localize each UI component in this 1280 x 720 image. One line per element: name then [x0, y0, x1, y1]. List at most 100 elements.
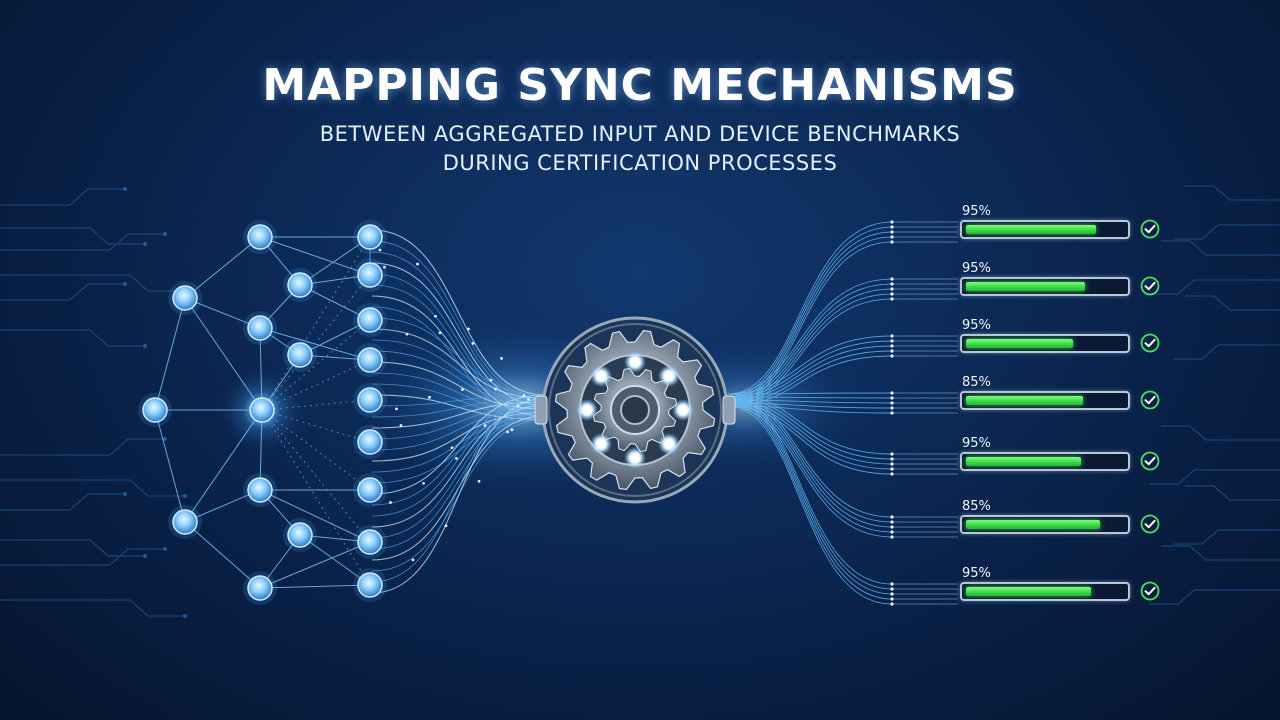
- network-node: [353, 220, 387, 254]
- light-particle: [527, 397, 530, 401]
- light-particle: [516, 404, 520, 408]
- circuit-pad: [143, 242, 147, 246]
- circuit-traces: [0, 185, 1280, 618]
- node-core: [247, 477, 273, 503]
- network-node: [243, 311, 277, 345]
- fiber-strand: [371, 404, 546, 528]
- network-edge: [184, 409, 263, 523]
- node-core: [357, 347, 383, 373]
- circuit-trace: [0, 274, 185, 292]
- progress-bar: [960, 277, 1130, 296]
- network-edge: [184, 297, 261, 329]
- check-circle-icon: [1140, 581, 1160, 601]
- network-edge: [259, 409, 263, 491]
- network-edge: [259, 236, 371, 276]
- light-particle: [461, 388, 464, 391]
- fiber-strand: [727, 392, 893, 395]
- network-edge: [184, 489, 261, 523]
- node-core: [357, 477, 383, 503]
- benchmark-row: 95%: [960, 566, 1180, 616]
- light-particle: [411, 558, 415, 562]
- light-particle: [494, 387, 497, 391]
- benchmark-row: 95%: [960, 318, 1180, 368]
- light-particle: [438, 331, 442, 335]
- network-edge: [259, 327, 263, 411]
- fiber-strand: [371, 412, 546, 550]
- gear-rim-inner: [548, 323, 722, 497]
- node-core: [357, 429, 383, 455]
- network-edge: [299, 236, 371, 286]
- progress-fill: [966, 520, 1100, 529]
- fiber-strand: [727, 405, 893, 605]
- network-node: [353, 258, 387, 292]
- light-particle: [522, 394, 526, 398]
- light-particle: [434, 314, 437, 318]
- node-core: [249, 397, 275, 423]
- circuit-pad: [183, 614, 187, 618]
- circuit-trace: [0, 188, 125, 206]
- progress-bar: [960, 452, 1130, 471]
- circuit-trace: [0, 599, 185, 617]
- fiber-strand: [727, 335, 893, 395]
- light-particle: [450, 446, 454, 450]
- progress-fill: [966, 225, 1096, 234]
- network-ray: [261, 409, 371, 443]
- benchmark-row: 95%: [960, 436, 1180, 486]
- network-edge: [154, 409, 186, 523]
- subtitle-line-1: BETWEEN AGGREGATED INPUT AND DEVICE BENC…: [319, 122, 961, 146]
- circuit-trace: [1173, 529, 1280, 545]
- network-edge: [299, 534, 371, 586]
- benchmark-percent: 85%: [962, 375, 991, 390]
- fiber-strand: [371, 394, 546, 495]
- network-node: [353, 473, 387, 507]
- check-circle-icon: [1140, 333, 1160, 353]
- circuit-pad: [163, 232, 167, 236]
- circuit-trace: [0, 479, 185, 497]
- light-particle: [483, 424, 487, 427]
- gear-led: [596, 439, 606, 449]
- node-core: [357, 572, 383, 598]
- circuit-pad: [143, 554, 147, 558]
- network-nodes: [138, 220, 387, 605]
- fiber-strand: [371, 394, 546, 407]
- gear-led: [596, 371, 606, 381]
- circuit-pad: [123, 187, 127, 191]
- light-particle: [455, 457, 458, 460]
- fiber-strand: [727, 278, 893, 395]
- check-circle-icon: [1140, 219, 1160, 239]
- network-node: [353, 568, 387, 602]
- light-particle: [399, 424, 403, 427]
- network-node: [168, 281, 202, 315]
- circuit-pad: [143, 344, 147, 348]
- circuit-trace: [1149, 279, 1280, 295]
- gear-led: [630, 357, 640, 367]
- progress-fill: [966, 282, 1085, 291]
- benchmark-percent: 95%: [962, 318, 991, 333]
- network-node: [243, 571, 277, 605]
- light-particle: [383, 265, 386, 269]
- network-node: [243, 473, 277, 507]
- node-core: [142, 397, 168, 423]
- node-core: [287, 342, 313, 368]
- light-particle: [471, 341, 475, 345]
- circuit-pad: [163, 547, 167, 551]
- network-ray: [261, 409, 371, 543]
- fiber-strand: [727, 393, 893, 585]
- fiber-bundle-left: [371, 229, 546, 594]
- gear-led: [664, 439, 674, 449]
- network-node: [168, 505, 202, 539]
- circuit-trace: [1149, 589, 1280, 605]
- circuit-trace: [0, 548, 165, 566]
- light-particle: [510, 428, 514, 432]
- network-node: [353, 425, 387, 459]
- circuit-pad: [123, 492, 127, 496]
- gear-led: [664, 371, 674, 381]
- light-particle: [467, 327, 470, 331]
- light-particle: [506, 430, 509, 434]
- circuit-trace: [1185, 295, 1280, 311]
- node-core: [247, 224, 273, 250]
- fiber-strand: [727, 355, 893, 407]
- benchmark-row: 95%: [960, 204, 1180, 254]
- circuit-trace: [1173, 224, 1280, 240]
